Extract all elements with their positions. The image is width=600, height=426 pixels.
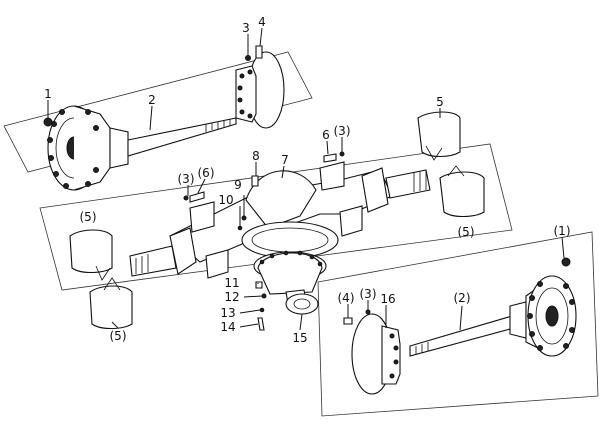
callout-4-paren: (4) (338, 291, 355, 305)
spring-seat-left (189, 201, 215, 233)
callout-2-paren: (2) (454, 291, 471, 305)
mount-bracket-left (205, 249, 229, 279)
guard-mid-left (69, 229, 113, 274)
part-15-yoke (285, 293, 319, 315)
carrier-bolts (259, 250, 323, 267)
guard-top-right (417, 111, 461, 158)
guard-top-right-clip (425, 145, 443, 161)
left-hub-bolts (47, 109, 99, 189)
part-1-nut (43, 117, 53, 127)
brake-shoe-guards (69, 111, 485, 330)
callout-7: 7 (281, 153, 289, 167)
right-wheel-hub-assembly (343, 257, 577, 395)
guard-bottom-left (89, 285, 133, 330)
callout-10: 10 (218, 193, 233, 207)
callout-labels: 1 2 3 4 5 6 (3) 8 7 (3) (6) 9 10 (5) (5)… (44, 15, 570, 345)
right-flange-studs (389, 333, 399, 379)
callout-6: 6 (322, 128, 330, 142)
guard-mid-right (439, 171, 485, 218)
mount-bracket-right (339, 205, 363, 237)
guard-bottom-left-clip (103, 277, 121, 291)
callout-4: 4 (258, 15, 266, 29)
callout-12: 12 (224, 290, 239, 304)
part-6-bolt-left (189, 191, 205, 203)
left-hub-drum (73, 105, 111, 191)
callout-3-paren-bottom: (3) (360, 287, 377, 301)
spring-seat-right (319, 161, 345, 191)
part-3-washer (245, 55, 251, 61)
callout-8: 8 (252, 149, 260, 163)
callout-5-paren-right: (5) (458, 225, 475, 239)
left-spindle-thread (135, 254, 149, 274)
right-half-shaft (409, 315, 515, 357)
right-hub-neck (509, 301, 527, 339)
part-11-stud (255, 281, 263, 289)
part-4-bolt-right (343, 317, 353, 325)
frame-top-left (3, 51, 313, 173)
part-12-nut (261, 293, 267, 299)
right-spindle-flange (361, 167, 389, 213)
part-8-breather (251, 175, 259, 187)
left-wheel-hub-assembly (43, 45, 285, 191)
right-spindle (385, 169, 431, 199)
right-hub-flange-inner (535, 287, 569, 345)
left-flange-studs (237, 69, 253, 119)
guard-mid-left-clip (95, 265, 111, 281)
guard-mid-right-clip (447, 165, 465, 177)
right-half-shaft-spline (415, 342, 429, 355)
callout-5-paren-left: (5) (80, 210, 97, 224)
leader-lines (47, 27, 565, 331)
callout-2: 2 (148, 93, 156, 107)
left-hub-neck (109, 127, 129, 169)
callout-16: 16 (380, 292, 395, 306)
callout-11: 11 (224, 276, 239, 290)
callout-13: 13 (220, 306, 235, 320)
left-half-shaft (127, 117, 237, 157)
right-spindle-thread (413, 170, 427, 192)
part-4-bolt (255, 45, 263, 59)
left-half-shaft-spline (205, 119, 231, 132)
part-10-plug (237, 225, 243, 231)
callout-15: 15 (292, 331, 307, 345)
right-hub-bolts (527, 281, 575, 351)
right-hub-center (545, 305, 559, 327)
callout-1: 1 (44, 87, 52, 101)
axle-housing-assembly (129, 151, 431, 279)
callout-3: 3 (242, 21, 250, 35)
part-3-washer-left (183, 195, 189, 201)
part-13-washer (259, 307, 265, 313)
callout-14: 14 (220, 320, 235, 334)
part-1-nut-right (561, 257, 571, 267)
part-3-washer-bottom (365, 309, 371, 315)
part-9-plug (241, 215, 247, 221)
callout-5: 5 (436, 95, 444, 109)
left-spindle (129, 245, 177, 277)
callout-1-paren: (1) (554, 224, 571, 238)
callout-9: 9 (234, 178, 242, 192)
right-flange-ring (381, 325, 401, 385)
part-15-yoke-inner (293, 298, 311, 310)
callout-3-paren-right: (3) (334, 124, 351, 138)
frame-bottom-right (317, 231, 599, 417)
part-14-bolt (257, 317, 265, 331)
callout-5-paren-bottom: (5) (110, 329, 127, 343)
part-6-bolt (323, 153, 337, 163)
part-3-washer-right (339, 151, 345, 157)
callout-6-paren: (6) (198, 166, 215, 180)
differential-carrier (253, 250, 327, 331)
left-flange-ring (235, 65, 257, 123)
callout-3-paren-left: (3) (178, 172, 195, 186)
